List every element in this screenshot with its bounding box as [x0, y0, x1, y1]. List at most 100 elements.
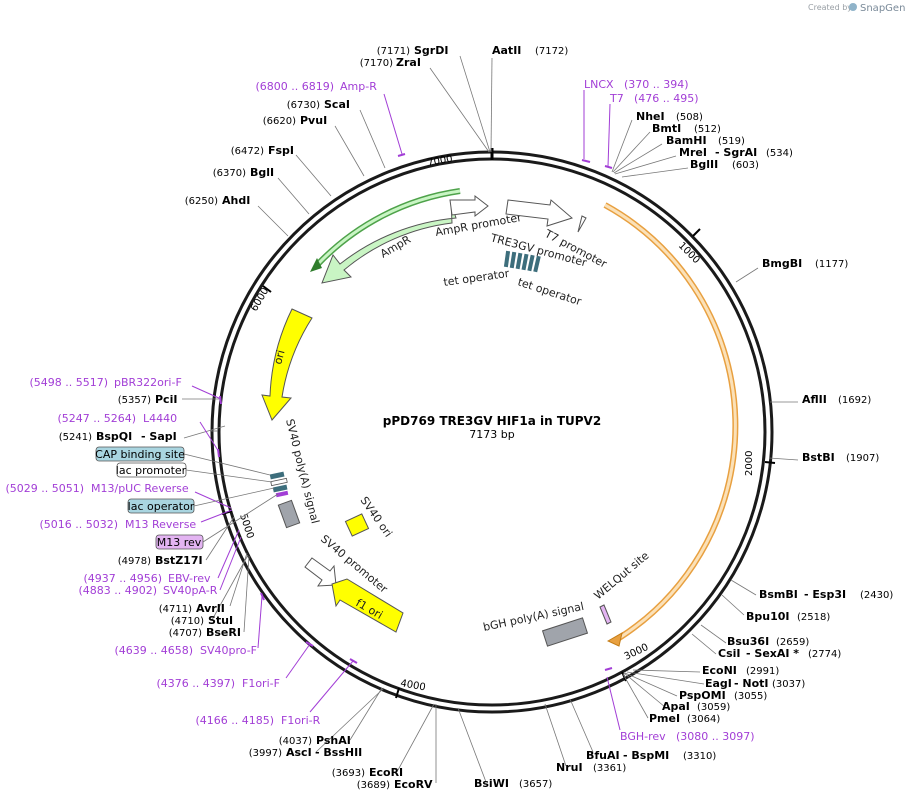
svg-text:(3689): (3689): [357, 780, 390, 791]
primer-sv40pro-f[interactable]: (4639 .. 4658) SV40pro-F: [114, 644, 257, 657]
svg-text:(6472): (6472): [231, 146, 264, 157]
ori-label: ori: [271, 349, 287, 366]
primer-lncx[interactable]: LNCX (370 .. 394): [584, 78, 689, 91]
t7-promoter-arrow: [505, 199, 574, 227]
svg-text:(3059): (3059): [697, 702, 730, 713]
site-bpu10i[interactable]: Bpu10I (2518): [746, 610, 830, 623]
svg-text:(4037): (4037): [279, 736, 312, 747]
site-sgrdi[interactable]: (7171) SgrDI: [377, 44, 449, 57]
site-bstz17i[interactable]: (4978) BstZ17I: [118, 554, 203, 567]
svg-text:(508): (508): [676, 112, 703, 123]
sv40-polya-block: [277, 499, 301, 529]
site-bmti[interactable]: BmtI (512): [652, 122, 721, 135]
primer-t7[interactable]: T7 (476 .. 495): [609, 92, 699, 105]
feature-cap-binding-site[interactable]: CAP binding site: [95, 446, 185, 462]
primer-f1ori-f[interactable]: (4376 .. 4397) F1ori-F: [156, 677, 280, 690]
feature-m13-rev[interactable]: M13 rev: [155, 534, 204, 550]
svg-text:M13 Reverse: M13 Reverse: [125, 518, 196, 531]
site-bglii[interactable]: BglII (603): [690, 158, 759, 171]
svg-text:F1ori-F: F1ori-F: [242, 677, 280, 690]
site-nrui[interactable]: NruI (3361): [556, 761, 626, 774]
site-stui[interactable]: (4710) StuI: [171, 614, 233, 627]
svg-text:(4376 .. 4397): (4376 .. 4397): [156, 677, 235, 690]
site-eagi[interactable]: EagI - NotI (3037): [705, 677, 805, 690]
site-csii[interactable]: CsiI - SexAI * (2774): [718, 647, 841, 660]
svg-text:(7170): (7170): [360, 58, 393, 69]
svg-text:BspQI: BspQI: [96, 430, 132, 443]
site-zrai[interactable]: (7170) ZraI: [360, 56, 421, 69]
site-econi[interactable]: EcoNI (2991): [702, 664, 779, 677]
site-pshai[interactable]: (4037) PshAI: [279, 734, 351, 747]
site-nhei[interactable]: NheI (508): [636, 110, 703, 123]
svg-text:PshAI: PshAI: [316, 734, 351, 747]
svg-text:CsiI: CsiI: [718, 647, 740, 660]
site-bmgbi[interactable]: BmgBI (1177): [762, 257, 848, 270]
primer-f1ori-r[interactable]: (4166 .. 4185) F1ori-R: [195, 714, 320, 727]
svg-text:PciI: PciI: [155, 393, 177, 406]
site-mrei[interactable]: MreI - SgrAI (534): [679, 146, 793, 159]
site-bgli[interactable]: (6370) BglI: [213, 166, 274, 179]
site-bsiwi[interactable]: BsiWI (3657): [474, 777, 552, 790]
svg-text:EagI: EagI: [705, 677, 732, 690]
plasmid-title: pPD769 TRE3GV HIF1a in TUPV2: [383, 414, 601, 428]
site-aatii[interactable]: AatII (7172): [492, 44, 568, 57]
svg-text:(6800 .. 6819): (6800 .. 6819): [255, 80, 334, 93]
svg-text:(4707): (4707): [169, 628, 202, 639]
svg-text:ScaI: ScaI: [324, 98, 350, 111]
svg-text:(5247 .. 5264): (5247 .. 5264): [57, 412, 136, 425]
site-beri[interactable]: (4707) BseRI: [169, 626, 241, 639]
site-bspqi[interactable]: (5241) BspQI - SapI: [59, 430, 177, 443]
site-bfuai[interactable]: BfuAI - BspMI (3310): [586, 749, 716, 762]
primer-l4440[interactable]: (5247 .. 5264) L4440: [57, 412, 177, 425]
site-ahdi[interactable]: (6250) AhdI: [185, 194, 251, 207]
site-bsmbi[interactable]: BsmBI - Esp3I (2430): [759, 588, 893, 601]
ampr-outer-arc: [310, 188, 461, 272]
site-bstbi[interactable]: BstBI (1907): [802, 451, 879, 464]
svg-text:(3037): (3037): [772, 679, 805, 690]
feature-lac-promoter[interactable]: lac promoter: [116, 462, 187, 478]
cap-leader: [183, 453, 271, 476]
site-ecori[interactable]: (3693) EcoRI: [332, 766, 403, 779]
svg-text:BglII: BglII: [690, 158, 718, 171]
site-fspi[interactable]: (6472) FspI: [231, 144, 294, 157]
site-pmei[interactable]: PmeI (3064): [649, 712, 720, 725]
site-pspomi[interactable]: PspOMI (3055): [679, 689, 767, 702]
site-pcii[interactable]: (5357) PciI: [118, 393, 178, 406]
tick-3000: 3000: [623, 642, 651, 663]
svg-text:M13/pUC Reverse: M13/pUC Reverse: [91, 482, 189, 495]
site-bsu36i[interactable]: Bsu36I (2659): [727, 635, 809, 648]
site-pvui[interactable]: (6620) PvuI: [263, 114, 327, 127]
svg-text:EcoNI: EcoNI: [702, 664, 737, 677]
primer-amp-r[interactable]: (6800 .. 6819) Amp-R: [255, 80, 377, 93]
primer-sv40pa-r[interactable]: (4883 .. 4902) SV40pA-R: [78, 584, 217, 597]
svg-text:(3055): (3055): [734, 691, 767, 702]
site-asci[interactable]: (3997) AscI - BssHII: [249, 746, 363, 759]
primer-pbr322ori-f[interactable]: (5498 .. 5517) pBR322ori-F: [29, 376, 181, 389]
feature-lac-operator[interactable]: lac operator: [127, 498, 195, 514]
primer-bgh-rev[interactable]: BGH-rev (3080 .. 3097): [620, 730, 755, 743]
svg-text:(3997): (3997): [249, 748, 282, 759]
primer-m13-reverse[interactable]: (5016 .. 5032) M13 Reverse: [39, 518, 196, 531]
ampr-promoter-label: AmpR promoter: [434, 211, 523, 239]
primer-marks: [191, 90, 621, 731]
svg-text:(5498 .. 5517): (5498 .. 5517): [29, 376, 108, 389]
svg-text:PmeI: PmeI: [649, 712, 680, 725]
svg-text:(519): (519): [718, 136, 745, 147]
site-apai[interactable]: ApaI (3059): [662, 700, 730, 713]
svg-text:(1177): (1177): [815, 259, 848, 270]
site-avrii[interactable]: (4711) AvrII: [159, 602, 225, 615]
site-aflii[interactable]: AflII (1692): [802, 393, 871, 406]
primer-m13-puc-reverse[interactable]: (5029 .. 5051) M13/pUC Reverse: [5, 482, 188, 495]
svg-text:(603): (603): [732, 160, 759, 171]
svg-text:SgrDI: SgrDI: [414, 44, 448, 57]
svg-text:F1ori-R: F1ori-R: [281, 714, 321, 727]
site-bamhi[interactable]: BamHI (519): [666, 134, 745, 147]
svg-text:(3080 .. 3097): (3080 .. 3097): [676, 730, 755, 743]
tre3gv-small-arrow: [577, 215, 587, 233]
primer-ebv-rev[interactable]: (4937 .. 4956) EBV-rev: [83, 572, 211, 585]
svg-text:BsiWI: BsiWI: [474, 777, 509, 790]
svg-text:- BssHII: - BssHII: [315, 746, 362, 759]
svg-text:ApaI: ApaI: [662, 700, 690, 713]
site-scai[interactable]: (6730) ScaI: [287, 98, 350, 111]
site-ecorv[interactable]: (3689) EcoRV: [357, 778, 433, 791]
